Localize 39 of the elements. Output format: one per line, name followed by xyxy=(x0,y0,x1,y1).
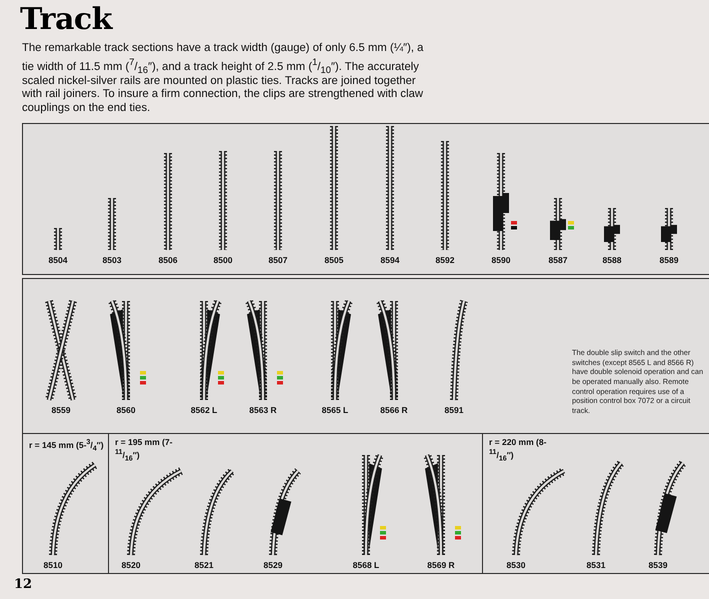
radius-label: r = 220 mm (8-$^{11}$/$_{16}$″) xyxy=(489,438,548,462)
part-number: 8521 xyxy=(194,560,214,570)
part-number: 8591 xyxy=(444,405,464,415)
part-number: 8504 xyxy=(48,255,68,265)
part-number: 8510 xyxy=(44,560,62,570)
part-number: 8590 xyxy=(492,255,510,265)
part-number: 8531 xyxy=(586,560,606,570)
part-number: 8565 L xyxy=(322,405,348,415)
part-number: 8507 xyxy=(268,255,288,265)
part-number: 8559 xyxy=(52,405,70,415)
part-number: 8587 xyxy=(548,255,568,265)
radius-label: r = 195 mm (7-$^{11}$/$_{16}$″) xyxy=(115,438,174,462)
part-number: 8563 R xyxy=(249,405,277,415)
panel xyxy=(108,433,483,574)
part-number: 8592 xyxy=(436,255,454,265)
part-number: 8560 xyxy=(116,405,136,415)
panel xyxy=(482,433,709,574)
part-number: 8589 xyxy=(660,255,678,265)
part-number: 8569 R xyxy=(427,560,455,570)
part-number: 8594 xyxy=(380,255,400,265)
part-number: 8530 xyxy=(506,560,526,570)
part-number: 8520 xyxy=(122,560,140,570)
part-number: 8506 xyxy=(158,255,178,265)
page-number: 12 xyxy=(14,577,32,592)
panel xyxy=(22,123,709,275)
part-number: 8539 xyxy=(648,560,668,570)
panel xyxy=(22,278,709,434)
panel xyxy=(22,433,109,574)
part-number: 8529 xyxy=(264,560,282,570)
part-number: 8500 xyxy=(214,255,232,265)
page-title: Track xyxy=(20,2,112,37)
radius-label: r = 145 mm (5-$^{3}$/$_{4}$″) xyxy=(29,438,105,453)
intro-paragraph: The remarkable track sections have a track width (gauge) of only 6.5 mm (¼″), a tie width of 11.5 mm ($^{7}$/$_{16}$″), and a track height of 2.5 mm ($^{1}$/$_{10}$″). The accurately scaled nickel-silver rails are mounted on plastic ties. Tracks are joined together with rail joiners. To insure a firm connection, the clips are strengthened with claw couplings on the end ties. xyxy=(22,42,424,116)
part-number: 8503 xyxy=(102,255,122,265)
part-number: 8505 xyxy=(324,255,344,265)
part-number: 8562 L xyxy=(190,405,218,415)
part-number: 8566 R xyxy=(380,405,408,415)
part-number: 8568 L xyxy=(352,560,380,570)
part-number: 8588 xyxy=(602,255,622,265)
